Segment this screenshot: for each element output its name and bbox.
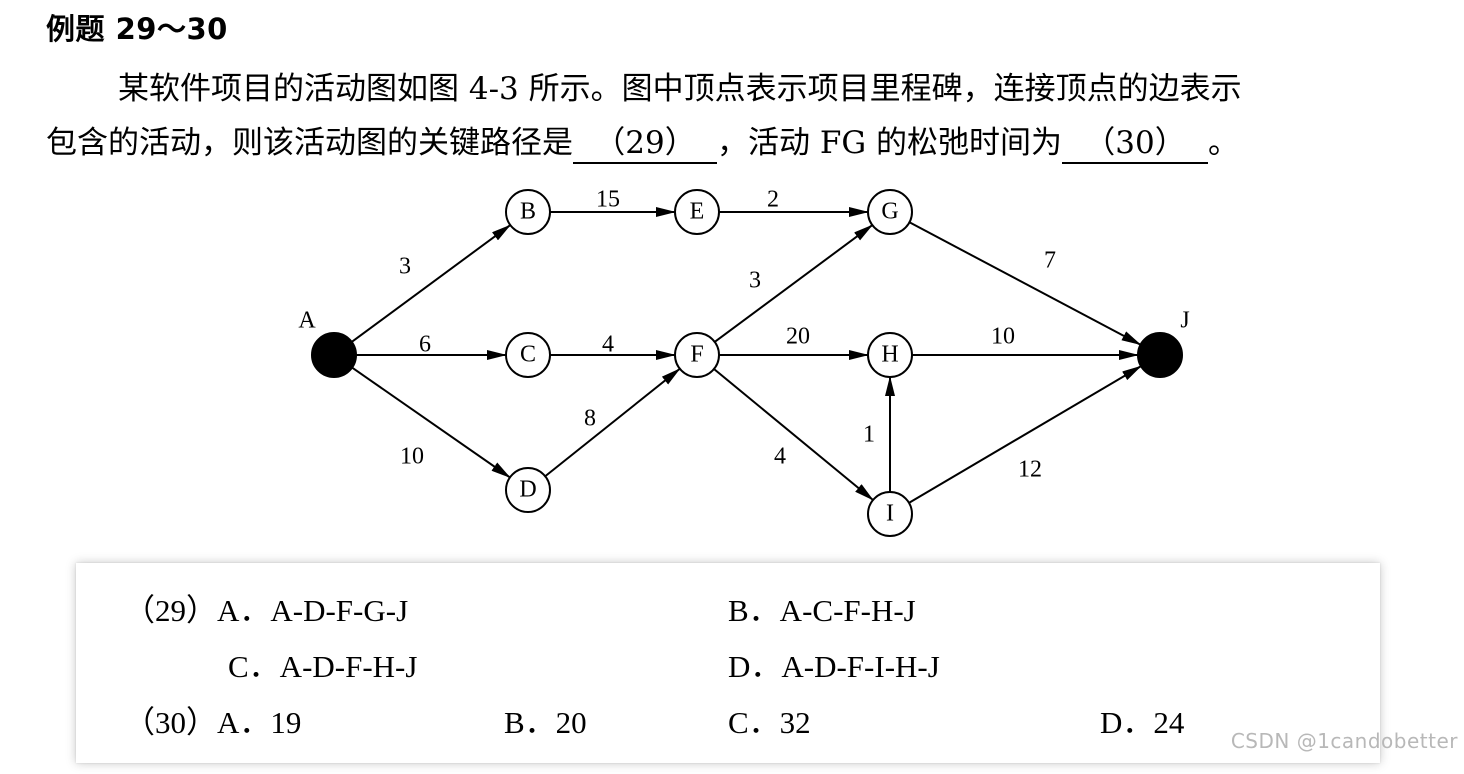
question-line-2: 包含的活动，则该活动图的关键路径是（29），活动 FG 的松弛时间为（30）。 [46,116,1446,170]
q29-option-d[interactable]: D．A-D-F-I-H-J [728,649,940,684]
edge-weight-C-F: 4 [602,332,614,358]
q30-option-row: （30）A．19 [124,697,301,742]
edge-I-J [908,365,1142,504]
edge-A-D [351,366,511,479]
edge-weight-F-I: 4 [774,444,786,470]
node-label-A: A [298,308,316,334]
q29-prefix: （29） [124,593,217,628]
edge-weight-D-F: 8 [584,406,596,432]
q29-option-a[interactable]: A．A-D-F-G-J [217,593,409,628]
edge-A-B [351,224,512,343]
node-label-C: C [520,342,536,368]
edge-weight-F-H: 20 [786,324,810,350]
q29-option-c[interactable]: C．A-D-F-H-J [228,649,418,684]
question-line-1: 某软件项目的活动图如图 4-3 所示。图中顶点表示项目里程碑，连接顶点的边表示 [46,62,1446,116]
node-label-G: G [881,199,898,225]
node-label-H: H [881,342,898,368]
question-line-2-part-a: 包含的活动，则该活动图的关键路径是 [46,125,573,161]
edge-G-J [908,221,1142,346]
edge-D-F [544,367,681,478]
node-D [505,467,551,513]
q30-option-c[interactable]: C．32 [728,705,811,740]
node-C [505,332,551,378]
edge-F-G [714,224,874,343]
edge-weight-B-E: 15 [596,187,620,213]
example-title: 例题 29～30 [46,12,228,46]
node-I [867,491,913,537]
q30-option-a[interactable]: A．19 [217,705,302,740]
question-text: 某软件项目的活动图如图 4-3 所示。图中顶点表示项目里程碑，连接顶点的边表示 … [46,62,1446,170]
question-line-1-text: 某软件项目的活动图如图 4-3 所示。图中顶点表示项目里程碑，连接顶点的边表示 [118,71,1242,107]
answer-blank-30: （30） [1061,124,1208,164]
q29-option-b[interactable]: B．A-C-F-H-J [728,593,916,628]
node-G [867,189,913,235]
question-line-2-part-c: 。 [1207,125,1239,161]
edge-weight-A-B: 3 [399,254,411,280]
node-label-I: I [886,501,894,527]
node-H [867,332,913,378]
q30-option-d[interactable]: D．24 [1100,705,1185,740]
nodes-layer: A B C D E F G H I J [298,189,1190,537]
edge-weight-I-J: 12 [1018,457,1042,483]
activity-network-diagram: 3 6 10 15 4 8 2 3 20 4 1 7 10 12 A B C D E F G H I J [298,187,1190,537]
options-box: （29）A．A-D-F-G-J B．A-C-F-H-J C．A-D-F-H-J … [76,563,1380,763]
node-label-F: F [690,342,703,368]
edge-weight-F-G: 3 [749,268,761,294]
q30-prefix: （30） [124,705,217,740]
edge-weight-E-G: 2 [767,187,779,213]
answer-blank-29: （29） [573,124,717,164]
node-F [674,332,720,378]
edge-weight-G-J: 7 [1044,248,1056,274]
node-label-B: B [520,199,536,225]
node-E [674,189,720,235]
q29-option-row: （29）A．A-D-F-G-J [124,585,408,630]
node-label-D: D [519,477,536,503]
edge-weight-A-C: 6 [419,332,431,358]
edge-F-I [713,368,874,501]
node-A [311,332,357,378]
edge-weight-A-D: 10 [400,444,424,470]
edge-weight-H-J: 10 [991,324,1015,350]
edge-weight-I-H: 1 [863,422,875,448]
csdn-watermark: CSDN @1candobetter [1230,729,1458,753]
edges-layer: 3 6 10 15 4 8 2 3 20 4 1 7 10 12 [351,187,1142,504]
q30-option-b[interactable]: B．20 [504,705,587,740]
node-J [1137,332,1183,378]
node-B [505,189,551,235]
node-label-E: E [690,199,705,225]
node-label-J: J [1180,308,1189,334]
question-line-2-part-b: ，活动 FG 的松弛时间为 [717,125,1062,161]
